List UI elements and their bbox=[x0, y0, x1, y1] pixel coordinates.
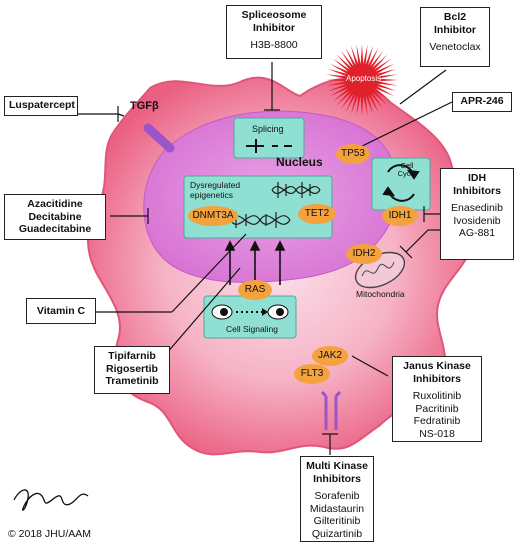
signal-arrows bbox=[224, 240, 286, 285]
idh-drug-2: Ivosidenib bbox=[453, 214, 501, 227]
dna-helix-icon bbox=[229, 182, 321, 228]
nucleus-label: Nucleus bbox=[276, 155, 323, 169]
idh-drug-3: AG-881 bbox=[458, 227, 496, 239]
jak-drug-2: Pacritinib bbox=[415, 402, 459, 415]
tp53-pill: TP53 bbox=[336, 144, 370, 164]
ras-inhibitor-3: Trametinib bbox=[105, 375, 159, 387]
apoptosis-label: Apoptosis bbox=[346, 74, 382, 83]
cycle-arrows-icon bbox=[382, 164, 420, 202]
apr246-box: APR-246 bbox=[452, 92, 512, 112]
multikinase-drug-4: Quizartinib bbox=[311, 527, 363, 540]
splicing-box bbox=[233, 117, 305, 159]
spliceosome-drug: H3B-8800 bbox=[250, 39, 298, 51]
bcl2-inhibitor-box: Bcl2 Inhibitor Venetoclax bbox=[420, 7, 490, 67]
idh1-pill: IDH1 bbox=[382, 206, 418, 226]
ras-inhibitors-box: Tipifarnib Rigosertib Trametinib bbox=[94, 346, 170, 394]
cell-cycle-label: Cell Cycle bbox=[397, 161, 417, 178]
ras-inhibitor-1: Tipifarnib bbox=[108, 350, 156, 362]
splicing-gap-2 bbox=[278, 144, 284, 148]
jak-drug-4: NS-018 bbox=[419, 427, 455, 440]
hypomethylating-line-3: Guadecitabine bbox=[18, 223, 92, 235]
vitamin-c-box: Vitamin C bbox=[26, 298, 96, 324]
ras-inhibitor-2: Rigosertib bbox=[106, 362, 158, 375]
jak-drug-3: Fedratinib bbox=[413, 415, 461, 427]
spliceosome-title: Spliceosome Inhibitor bbox=[241, 9, 307, 34]
multikinase-title: Multi Kinase Inhibitors bbox=[306, 460, 368, 485]
luspatercept-title: Luspatercept bbox=[9, 99, 75, 111]
cell-signaling-label: Cell Signaling bbox=[226, 324, 278, 334]
ras-pill: RAS bbox=[238, 280, 272, 300]
jak2-pill: JAK2 bbox=[312, 346, 348, 366]
copyright-text: © 2018 JHU/AAM bbox=[8, 528, 92, 540]
multi-kinase-box: Multi Kinase Inhibitors Sorafenib Midast… bbox=[300, 456, 374, 542]
luspatercept-box: Luspatercept bbox=[4, 96, 78, 116]
jak-inhibitors-box: Janus Kinase Inhibitors Ruxolitinib Pacr… bbox=[392, 356, 482, 442]
hypomethylating-line-2: Decitabine bbox=[28, 210, 82, 223]
apoptosis-burst bbox=[326, 44, 398, 116]
idh-inhibitors-box: IDH Inhibitors Enasedinib Ivosidenib AG-… bbox=[440, 168, 514, 260]
dnmt3a-pill: DNMT3A bbox=[188, 206, 238, 226]
apr246-title: APR-246 bbox=[460, 95, 504, 107]
apoptosis-star bbox=[326, 44, 398, 116]
bcl2-title: Bcl2 Inhibitor bbox=[434, 11, 476, 36]
connector-lines bbox=[62, 62, 453, 455]
jak-title: Janus Kinase Inhibitors bbox=[403, 360, 471, 385]
jak-drug-1: Ruxolitinib bbox=[412, 390, 462, 402]
tgfb-receptor-icon bbox=[143, 123, 175, 153]
bcl2-drug: Venetoclax bbox=[429, 41, 481, 53]
idh2-pill: IDH2 bbox=[346, 244, 382, 264]
idh-drug-1: Enasedinib bbox=[451, 202, 503, 214]
hypomethylating-line-1: Azacitidine bbox=[27, 198, 83, 210]
mitochondria-label: Mitochondria bbox=[356, 289, 405, 299]
hypomethylating-box: Azacitidine Decitabine Guadecitabine bbox=[4, 194, 106, 240]
splicing-label: Splicing bbox=[252, 124, 284, 134]
multikinase-drug-3: Gilteritinib bbox=[313, 515, 361, 527]
artist-signature bbox=[13, 489, 89, 511]
splicing-gap-1 bbox=[264, 144, 272, 148]
tgfb-label: TGFβ bbox=[130, 100, 159, 112]
multikinase-drug-1: Sorafenib bbox=[314, 490, 360, 502]
signaling-icon bbox=[211, 304, 289, 320]
epigenetics-label: Dysregulated epigenetics bbox=[190, 180, 241, 200]
idh-title: IDH Inhibitors bbox=[453, 172, 501, 197]
kinase-receptor-icon bbox=[320, 390, 342, 430]
multikinase-drug-2: Midastaurin bbox=[309, 502, 365, 515]
spliceosome-inhibitor-box: Spliceosome Inhibitor H3B-8800 bbox=[226, 5, 322, 59]
vitamin-c-title: Vitamin C bbox=[36, 305, 86, 317]
flt3-pill: FLT3 bbox=[294, 364, 330, 384]
tet2-pill: TET2 bbox=[298, 204, 336, 224]
